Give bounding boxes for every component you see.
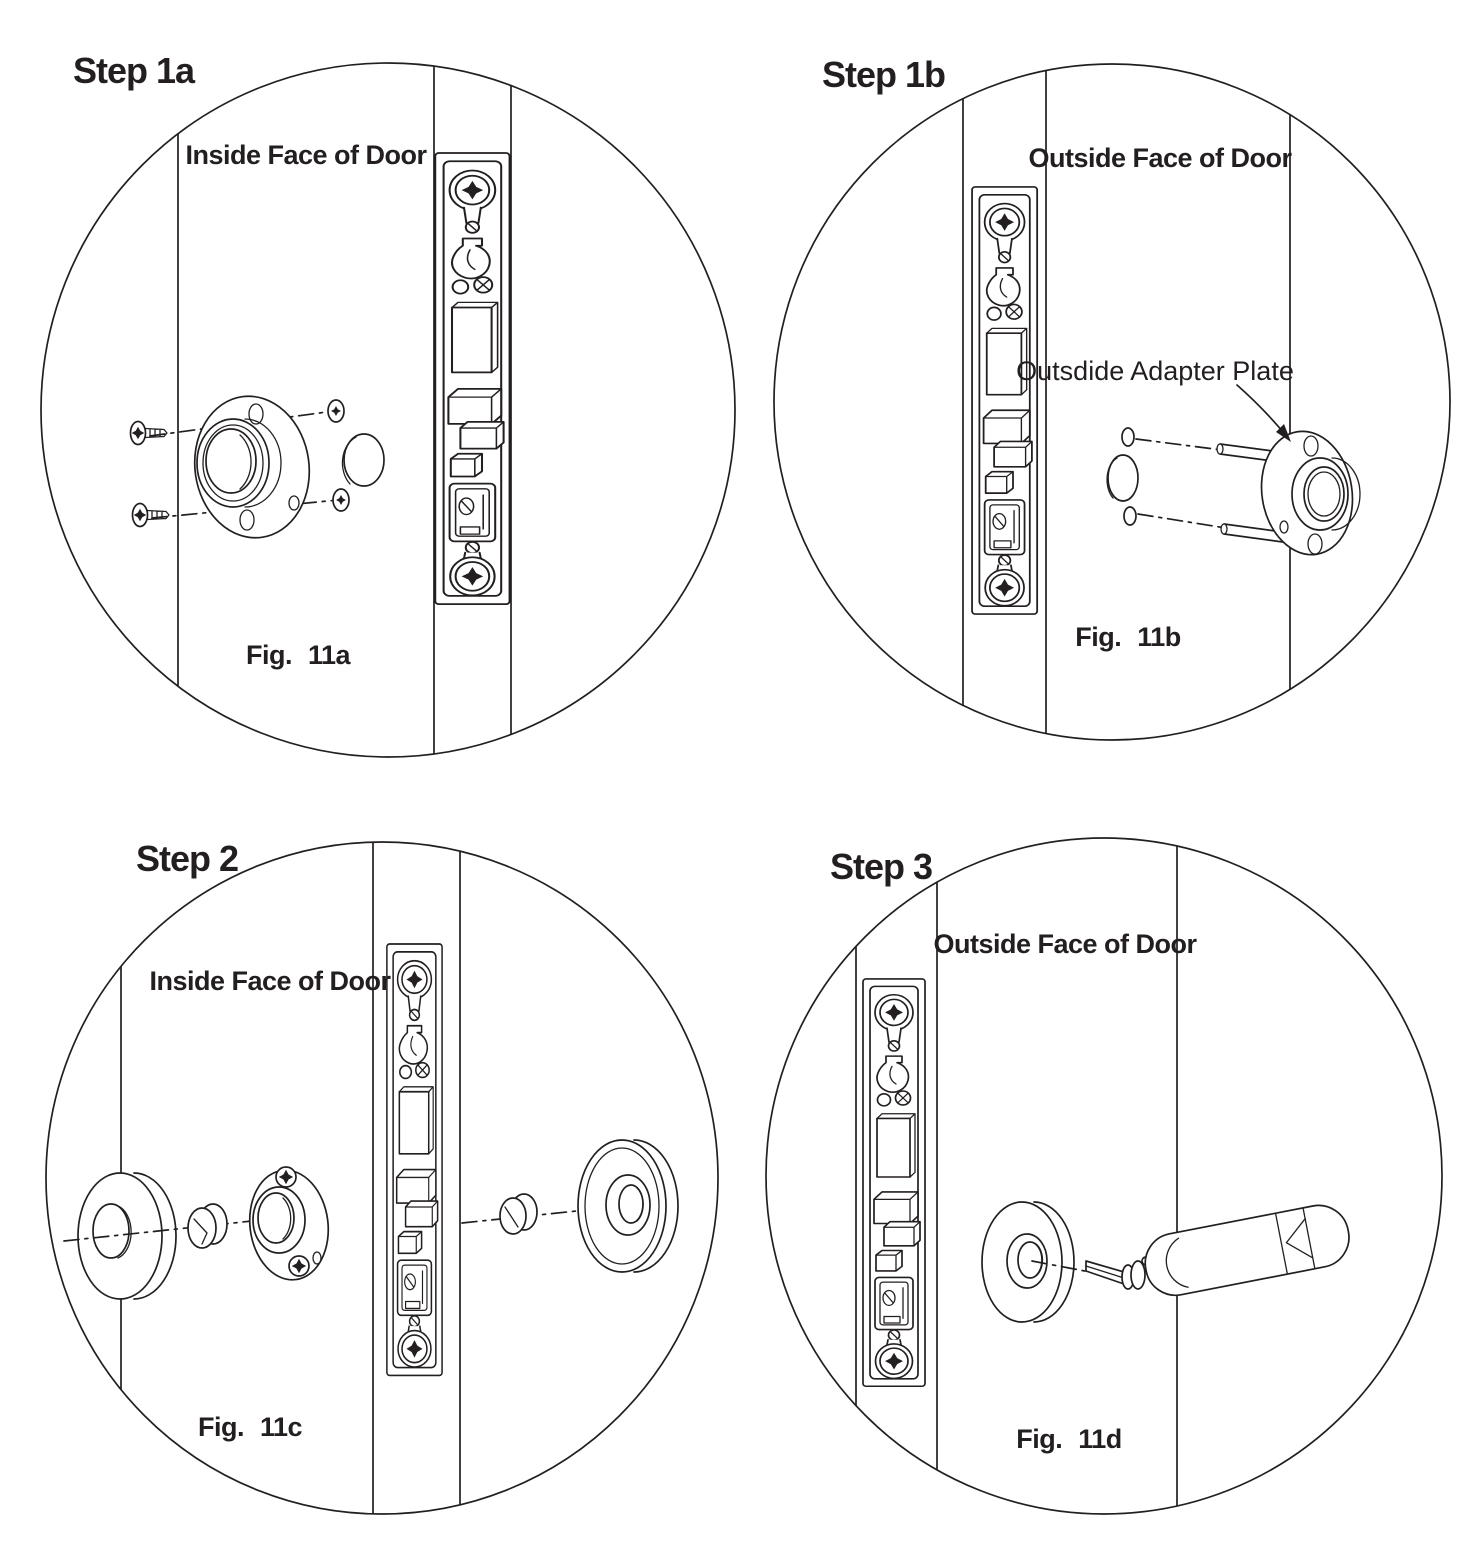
collar-depth-arc xyxy=(244,418,282,508)
door-lines-1b xyxy=(962,64,1291,740)
panel-step-1a xyxy=(40,62,736,758)
mortise-lock-edge-1a xyxy=(435,153,509,604)
magnifier-circle-1a xyxy=(40,62,736,758)
inside-rose-ring xyxy=(77,1172,177,1300)
magnifier-circle-3 xyxy=(765,837,1443,1515)
panel-step-3 xyxy=(765,837,1443,1515)
mortise-lock-edge-2 xyxy=(387,944,442,1375)
face-label-3: Outside Face of Door xyxy=(933,929,1197,959)
fig-label-11b: Fig. 11b xyxy=(1075,622,1181,652)
magnifier-circle-2 xyxy=(45,841,719,1515)
door-lines-3 xyxy=(855,838,1178,1514)
face-label-1b: Outside Face of Door xyxy=(1028,143,1292,173)
outside-adapter-plate-annotation: Outsdide Adapter Plate xyxy=(1016,356,1294,386)
outside-rose-ring xyxy=(577,1139,679,1273)
face-label-1a: Inside Face of Door xyxy=(185,140,427,170)
lever-handle xyxy=(1085,1204,1350,1297)
mortise-lock-edge-3 xyxy=(863,979,925,1386)
fig-label-11c: Fig. 11c xyxy=(197,1412,303,1442)
mounted-adapter-plate xyxy=(248,1166,330,1281)
panel-step-1b xyxy=(773,63,1451,741)
step-2-label: Step 2 xyxy=(136,838,239,879)
lever-grip xyxy=(1144,1204,1350,1297)
alignment-line-3 xyxy=(1031,1260,1091,1273)
door-lines-1a xyxy=(177,63,512,757)
magnifier-circle-1b xyxy=(773,63,1451,741)
door-bore-hole xyxy=(343,433,385,487)
annotation-arrow xyxy=(1236,384,1291,442)
step-1b-label: Step 1b xyxy=(822,54,946,95)
face-label-2: Inside Face of Door xyxy=(149,966,391,996)
fig-label-11d: Fig. 11d xyxy=(1016,1424,1122,1454)
fig-label-11a: Fig. 11a xyxy=(245,640,351,670)
outside-bushing xyxy=(499,1193,538,1235)
panel-step-2 xyxy=(45,841,719,1515)
step-1a-label: Step 1a xyxy=(73,50,195,91)
door-holes-1b xyxy=(1106,427,1139,526)
inside-adapter-plate xyxy=(193,395,311,539)
outside-adapter-plate xyxy=(1216,430,1361,556)
inside-bushing xyxy=(187,1203,228,1249)
mounted-rose-ring xyxy=(981,1201,1075,1323)
mortise-lock-edge-1b xyxy=(972,187,1037,614)
alignment-lines-1b xyxy=(1135,438,1227,529)
step-3-label: Step 3 xyxy=(830,846,933,887)
door-holes-1a xyxy=(327,399,385,512)
